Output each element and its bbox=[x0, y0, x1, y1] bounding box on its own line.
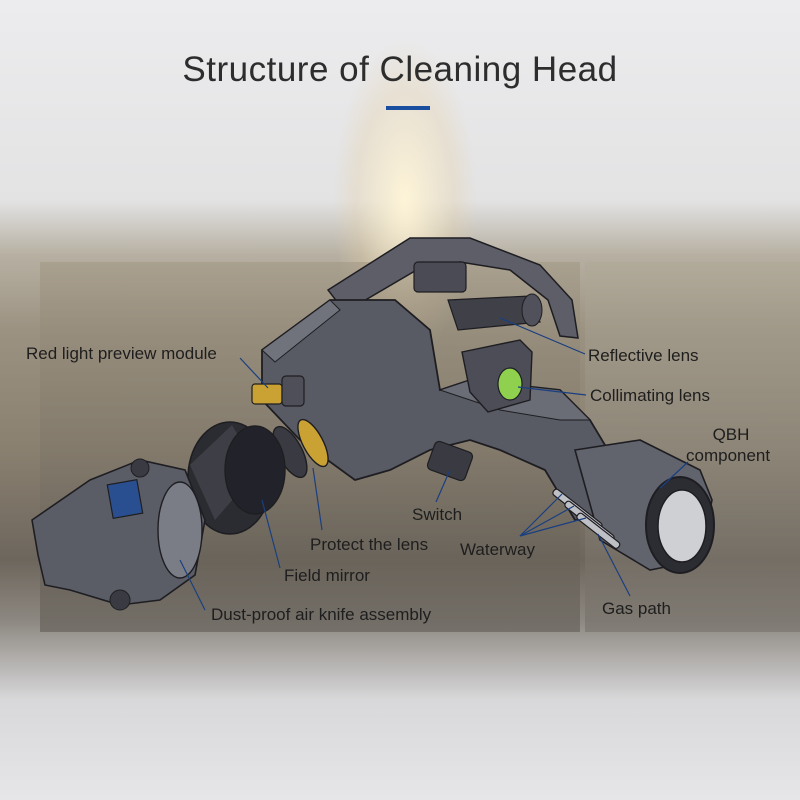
label-qbh-component: component bbox=[686, 446, 771, 465]
label-red-light-preview-module: Red light preview module bbox=[26, 344, 217, 363]
tubes bbox=[552, 488, 621, 549]
leader-lines bbox=[179, 317, 689, 611]
reflective-lens-part bbox=[447, 295, 541, 331]
red-light-module bbox=[251, 375, 305, 407]
protect-lens-part bbox=[297, 418, 329, 468]
switch-part bbox=[426, 440, 474, 482]
field-mirror-part bbox=[187, 421, 286, 535]
page-title: Structure of Cleaning Head bbox=[182, 50, 618, 89]
label-protect-the-lens: Protect the lens bbox=[310, 535, 429, 554]
air-knife-assembly bbox=[31, 458, 206, 611]
collimating-lens-glass bbox=[497, 367, 523, 401]
label-gas-path: Gas path bbox=[602, 599, 671, 618]
label-waterway: Waterway bbox=[460, 540, 535, 559]
label-reflective-lens: Reflective lens bbox=[588, 346, 699, 365]
label-dust-proof-air-knife-assembly: Dust-proof air knife assembly bbox=[211, 605, 432, 624]
label-collimating-lens: Collimating lens bbox=[590, 386, 710, 405]
label-qbh: QBH bbox=[712, 425, 750, 444]
label-switch: Switch bbox=[412, 505, 463, 524]
title-underline bbox=[386, 106, 430, 110]
cover-module bbox=[413, 261, 467, 293]
label-field-mirror: Field mirror bbox=[284, 566, 370, 585]
